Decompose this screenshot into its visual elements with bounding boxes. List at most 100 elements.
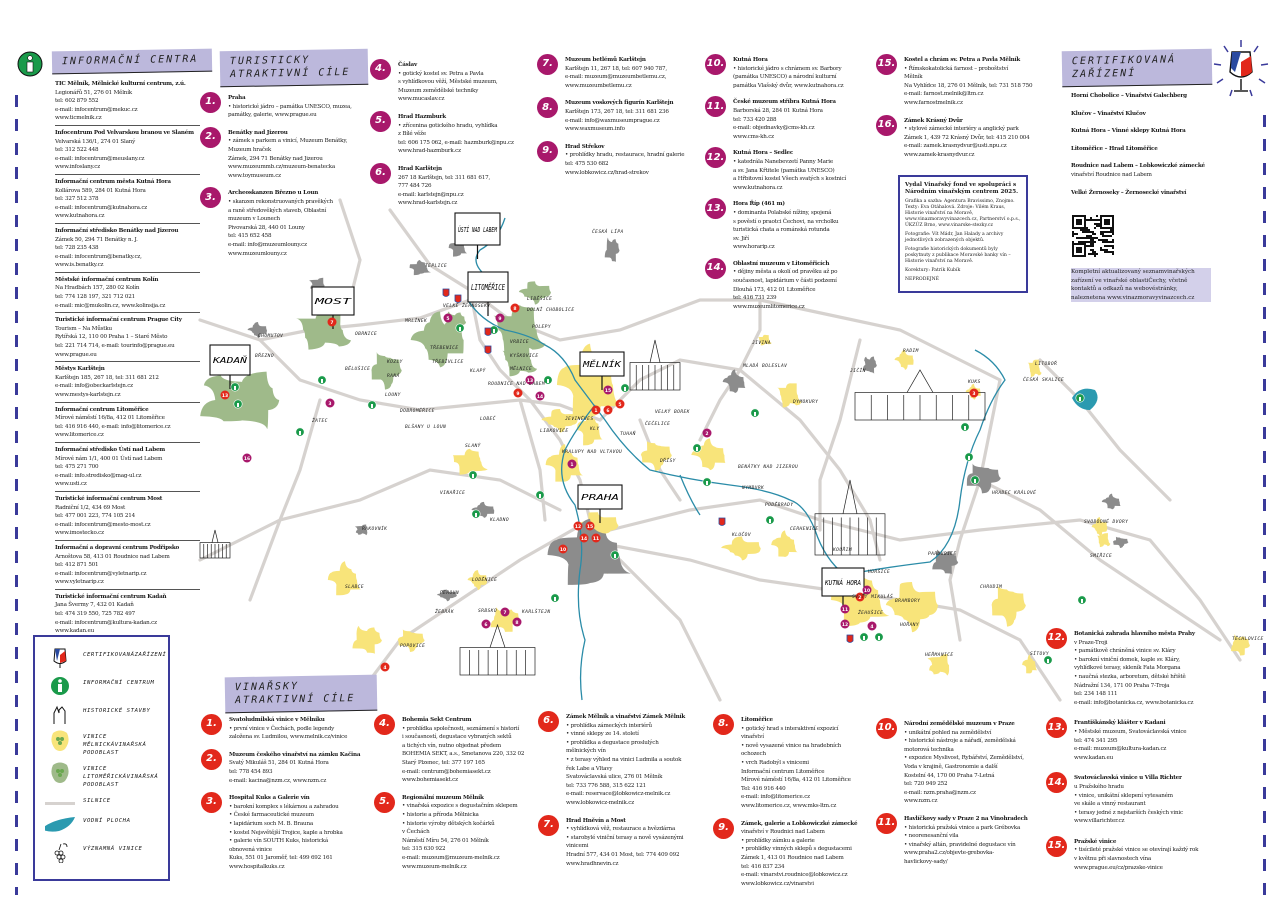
item-line[interactable]: www.horarip.cz <box>733 244 775 251</box>
item-line[interactable]: e-mail: muzeum@muzeum-melnik.cz <box>402 854 500 861</box>
item-line[interactable]: www.usti.cz <box>55 481 87 488</box>
item-line[interactable]: www.lobkowicz.cz/vinarstvi <box>741 880 814 887</box>
item-line[interactable]: památky, galerie, www.prague.eu <box>228 112 317 119</box>
map-marker[interactable] <box>242 453 252 463</box>
certified-facility-icon[interactable] <box>484 327 492 336</box>
item-line[interactable]: e-mail: info@muzeumlouny.cz <box>228 241 307 248</box>
map-marker[interactable] <box>481 619 491 629</box>
map-marker[interactable] <box>220 390 230 400</box>
item-line[interactable]: e-mail: mic@mukolin.cz, www.kolinsija.cz <box>55 302 166 309</box>
item-line[interactable]: www.mestys-karlstejn.cz <box>55 392 121 398</box>
item-line[interactable]: www.hrad-hazmburk.cz <box>398 148 461 155</box>
item-line[interactable]: www.zamek-krasnydvur.cz <box>904 151 975 158</box>
item-line[interactable]: e-mail: farnost.melnik@ltm.cz <box>904 91 984 98</box>
item-line[interactable]: www.cms-kh.cz <box>733 133 774 140</box>
item-line[interactable]: www.litomerice.cz <box>55 432 104 439</box>
map-marker[interactable] <box>603 405 613 415</box>
item-line[interactable]: www.toymuseum.cz <box>228 172 281 179</box>
item-line[interactable]: www.prague.eu <box>55 351 97 358</box>
item-line[interactable]: e-mail: muzeum@kultura-kadan.cz <box>1074 746 1167 753</box>
item-line[interactable]: www.lobkowicz.cz/hrad-strekov <box>565 169 649 176</box>
map-marker[interactable] <box>579 533 589 543</box>
map-marker[interactable] <box>325 398 335 408</box>
item-line[interactable]: e-mail: infocentrum@mekuc.cz <box>55 106 138 113</box>
map-marker[interactable] <box>591 405 601 415</box>
item-line[interactable]: www.is.benatky.cz <box>55 262 104 269</box>
item-line[interactable]: tel: 221 714 714, e-mail: tourinfo@pragu… <box>55 343 175 350</box>
map-marker[interactable] <box>558 544 568 554</box>
item-line[interactable]: www.lobkowicz-melnik.cz <box>566 799 634 806</box>
map-marker[interactable] <box>855 592 865 602</box>
certified-facility-icon[interactable] <box>454 294 462 303</box>
map-marker[interactable] <box>573 521 583 531</box>
item-line[interactable]: e-mail: infocentrum@benatky.cz, <box>55 253 142 260</box>
item-line[interactable]: www.kutnahora.cz <box>55 213 105 220</box>
map-marker[interactable] <box>840 619 850 629</box>
item-line[interactable]: www.ticmelnik.cz <box>55 115 102 122</box>
map-marker[interactable] <box>615 399 625 409</box>
item-line[interactable]: e-mail: infocentrum@mesto-most.cz <box>55 521 151 528</box>
certified-facility-icon[interactable] <box>484 345 492 354</box>
item-line[interactable]: www.bohemiasekt.cz <box>402 777 458 784</box>
map-marker[interactable] <box>525 375 535 385</box>
item-line[interactable]: www.hrad-karlstejn.cz <box>398 200 458 207</box>
item-line[interactable]: www.kutnahora.cz <box>733 184 783 191</box>
map-marker[interactable] <box>443 313 453 323</box>
item-line[interactable]: www.hradhnevin.cz <box>566 860 619 867</box>
item-line[interactable]: www.mucaslav.cz <box>398 96 445 103</box>
item-line[interactable]: www.muzeummb.cz/muzeum-benatecka <box>228 164 335 171</box>
map-marker[interactable] <box>535 391 545 401</box>
map-marker[interactable] <box>510 303 520 313</box>
item-line[interactable]: tel: 416 916 440, e-mail: info@litomeric… <box>55 423 171 430</box>
map-marker[interactable] <box>867 621 877 631</box>
item-line[interactable]: www.waxmuseum.info <box>565 126 625 133</box>
item-line[interactable]: www.hospitalkuks.cz <box>229 863 285 870</box>
map-marker[interactable] <box>585 521 595 531</box>
map-marker[interactable] <box>380 662 390 672</box>
item-line[interactable]: e-mail: info@obeckarlstejn.cz <box>55 383 133 390</box>
map-marker[interactable] <box>513 388 523 398</box>
map-marker[interactable] <box>495 313 505 323</box>
item-line[interactable]: www.muzeum-melnik.cz <box>402 863 467 870</box>
item-line[interactable]: www.litomerice.cz, www.mks-ltm.cz <box>741 802 837 809</box>
item-line[interactable]: www.muzeumbetlemu.cz <box>565 82 632 89</box>
map-marker[interactable] <box>862 585 872 595</box>
item-line[interactable]: e-mail: info.stredisko@mag-ul.cz <box>55 472 142 479</box>
item-line[interactable]: www.farnostmelnik.cz <box>904 99 963 106</box>
item-line[interactable]: e-mail: muzeum@muzeumbetlemu.cz, <box>565 74 667 81</box>
item-line[interactable]: e-mail: vinarstvi.roudnice@lobkowicz.cz <box>741 872 848 879</box>
item-line[interactable]: památka Vlašský dvůr, www.kutnahora.cz <box>733 82 844 89</box>
map-marker[interactable] <box>969 388 979 398</box>
item-line[interactable]: www.imostecko.cz <box>55 530 104 537</box>
item-line[interactable]: e-mail: infocentrum@meuslany.cz <box>55 155 145 162</box>
item-line[interactable]: www.nzm.cz <box>904 798 938 805</box>
certified-facility-icon[interactable] <box>846 634 854 643</box>
item-line[interactable]: www.muzeumlitomerice.cz <box>733 303 805 310</box>
map-marker[interactable] <box>327 317 337 327</box>
map-marker[interactable] <box>591 533 601 543</box>
item-line[interactable]: www.prague.eu/cz/prazske-vinice <box>1074 864 1163 871</box>
map-marker[interactable] <box>603 385 613 395</box>
item-line[interactable]: tel: 606 175 062, e-mail: hazmburk@npu.c… <box>398 139 514 146</box>
item-line[interactable]: e-mail: infocentrum@vyletnarip.cz <box>55 570 147 577</box>
map-marker[interactable] <box>840 604 850 614</box>
map-marker[interactable] <box>702 428 712 438</box>
item-line[interactable]: www.infoslany.cz <box>55 164 100 171</box>
item-line[interactable]: e-mail: karlstejn@npu.cz <box>398 191 464 198</box>
item-line[interactable]: e-mail: kacina@nzm.cz, www.nzm.cz <box>229 777 327 784</box>
item-line[interactable]: e-mail: info@botanicka.cz, www.botanicka… <box>1074 699 1194 706</box>
item-line[interactable]: e-mail: info@litomerice.cz <box>741 794 810 801</box>
item-line[interactable]: www.praha2.cz/objevte-grebovka- <box>904 850 994 857</box>
item-line[interactable]: e-mail: nzm.praha@nzm.cz <box>904 789 976 796</box>
item-line[interactable]: e-mail: objednavky@cms-kh.cz <box>733 125 815 132</box>
item-line[interactable]: www.villarichter.cz <box>1074 818 1125 825</box>
item-line[interactable]: e-mail: reservace@lobkowicz-melnik.cz <box>566 791 671 798</box>
map-marker[interactable] <box>500 607 510 617</box>
item-line[interactable]: e-mail: infocentrum@kutnahora.cz <box>55 204 147 211</box>
qr-code[interactable] <box>1072 215 1114 257</box>
item-line[interactable]: www.kadan.eu <box>55 628 95 635</box>
item-line[interactable]: www.kadan.eu <box>1074 754 1114 761</box>
map-marker[interactable] <box>567 459 577 469</box>
item-line[interactable]: e-mail: info@waxmuseumprague.cz <box>565 117 660 124</box>
map-marker[interactable] <box>512 617 522 627</box>
